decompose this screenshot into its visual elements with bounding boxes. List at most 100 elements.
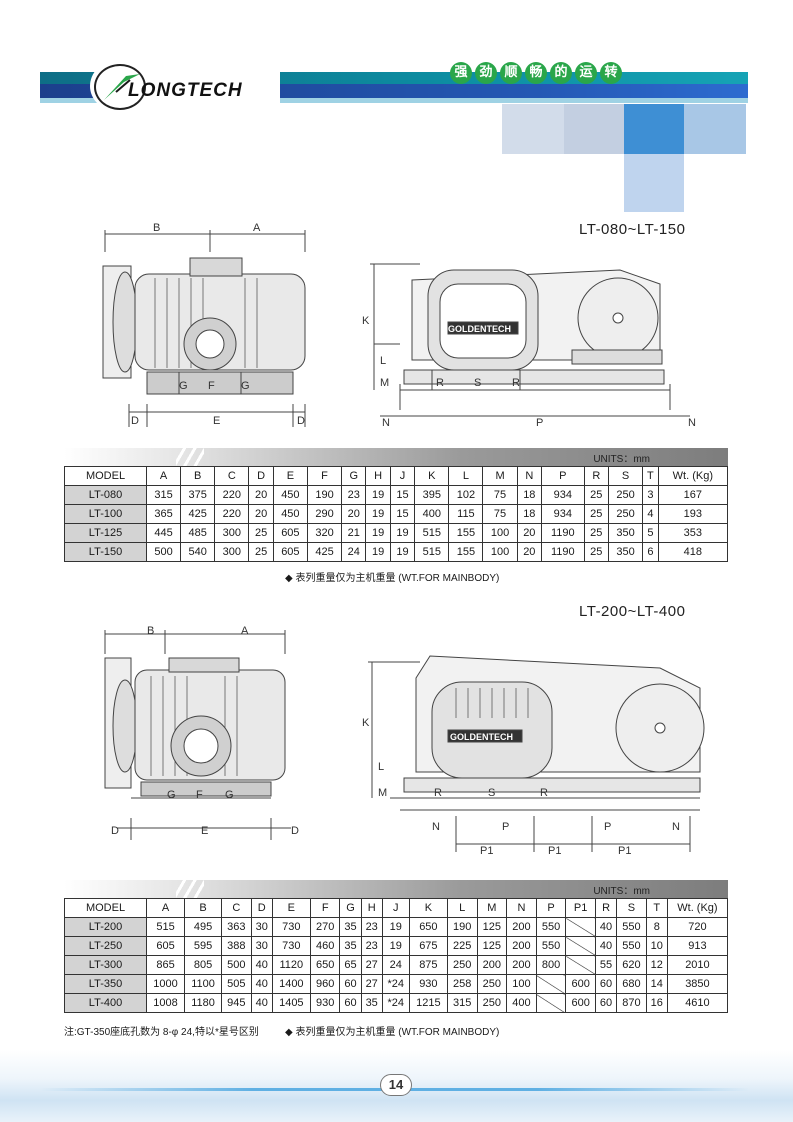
section1-title: LT-080~LT-150 (579, 221, 686, 238)
table-cell: 200 (506, 936, 537, 956)
column-header: C (221, 898, 252, 918)
logo-emblem (94, 64, 146, 110)
table-cell: 250 (476, 993, 508, 1013)
table-cell: 1008 (145, 993, 186, 1013)
table-cell: 680 (616, 974, 647, 994)
table-cell: 934 (541, 485, 585, 505)
dim-label: E (201, 825, 208, 837)
table-cell: 20 (248, 485, 274, 505)
table-cell: 258 (446, 974, 478, 994)
table-cell: 19 (389, 523, 416, 543)
units-label: UNITS：mm (593, 454, 650, 465)
table-cell: 450 (272, 485, 308, 505)
table-cell: 60 (594, 974, 618, 994)
table-cell: 167 (657, 485, 729, 505)
table-cell: 550 (535, 936, 567, 956)
table-cell: 35 (339, 936, 362, 956)
table-cell: 15 (389, 485, 416, 505)
table-cell: 25 (583, 542, 609, 562)
table-cell: 125 (476, 917, 508, 937)
logo-text: LONGTECH (128, 80, 243, 101)
dim-label: R (434, 787, 442, 799)
table-cell: 155 (448, 523, 484, 543)
table-cell (565, 955, 596, 975)
dim-label: P (604, 821, 611, 833)
table-cell: 1180 (184, 993, 223, 1013)
table-cell: 60 (339, 974, 362, 994)
units-bar: UNITS：mm (64, 880, 728, 898)
dim-label: F (208, 380, 215, 392)
table-cell: 1190 (541, 542, 585, 562)
table-cell: 595 (184, 936, 223, 956)
table-cell: 4610 (666, 993, 729, 1013)
table-cell: 4 (642, 504, 659, 524)
table-cell: 500 (145, 542, 182, 562)
column-header: R (594, 898, 618, 918)
column-header: C (214, 466, 250, 486)
table-cell: 40 (250, 974, 273, 994)
table-cell: 20 (248, 504, 274, 524)
column-header: A (145, 898, 186, 918)
table-cell: 418 (657, 542, 729, 562)
table-cell: 19 (365, 542, 391, 562)
dim-label: G (225, 789, 234, 801)
table-cell: 550 (616, 936, 647, 956)
column-header: K (408, 898, 448, 918)
dim-label: N (688, 417, 696, 429)
section1-side-view-drawing: GOLDENTECH K L M R S R N P N (362, 263, 696, 429)
dim-label: R (436, 377, 444, 389)
slogan-char: 强 (450, 62, 472, 84)
table-cell: 23 (341, 485, 367, 505)
table-cell: 1100 (184, 974, 223, 994)
table-cell: 805 (184, 955, 223, 975)
table-cell: 23 (360, 917, 383, 937)
column-header: P (541, 466, 585, 486)
table-cell: 25 (583, 485, 609, 505)
column-header: B (184, 898, 223, 918)
section1-end-view-drawing: B A C D E D G F G (102, 222, 306, 427)
table-cell: 495 (184, 917, 223, 937)
table-cell: 25 (248, 542, 274, 562)
dim-label: S (474, 377, 481, 389)
table-cell: 8 (645, 917, 668, 937)
table-cell: 945 (221, 993, 252, 1013)
table-cell: 3850 (666, 974, 729, 994)
table-cell: 315 (446, 993, 478, 1013)
column-header: D (250, 898, 273, 918)
column-header: B (180, 466, 216, 486)
table-cell: 19 (389, 542, 416, 562)
units-bar: UNITS：mm (64, 448, 728, 466)
dim-label: G (167, 789, 176, 801)
table-cell: 605 (272, 523, 308, 543)
table-cell: 30 (250, 917, 273, 937)
table-cell: 500 (221, 955, 252, 975)
table-cell: 100 (482, 523, 518, 543)
column-header: M (482, 466, 518, 486)
table-cell: 24 (381, 955, 410, 975)
dim-label: D (291, 825, 299, 837)
dim-label: E (213, 415, 220, 427)
table-cell: 350 (607, 542, 644, 562)
table-cell: 650 (408, 917, 448, 937)
column-header: J (381, 898, 410, 918)
table-cell: 75 (482, 504, 518, 524)
table-cell: 675 (408, 936, 448, 956)
column-header: D (248, 466, 274, 486)
table-cell: 515 (414, 542, 450, 562)
table-cell: 730 (271, 917, 311, 937)
table-cell: 315 (145, 485, 182, 505)
column-header: E (271, 898, 311, 918)
table-cell: 365 (145, 504, 182, 524)
table-cell: 19 (365, 485, 391, 505)
table-cell: 3 (642, 485, 659, 505)
table-cell: 15 (389, 504, 416, 524)
column-header: G (339, 898, 362, 918)
table-cell: 115 (448, 504, 484, 524)
slogan-char: 转 (600, 62, 622, 84)
table-cell: 40 (594, 917, 618, 937)
table-cell: 155 (448, 542, 484, 562)
dim-label: G (179, 380, 188, 392)
